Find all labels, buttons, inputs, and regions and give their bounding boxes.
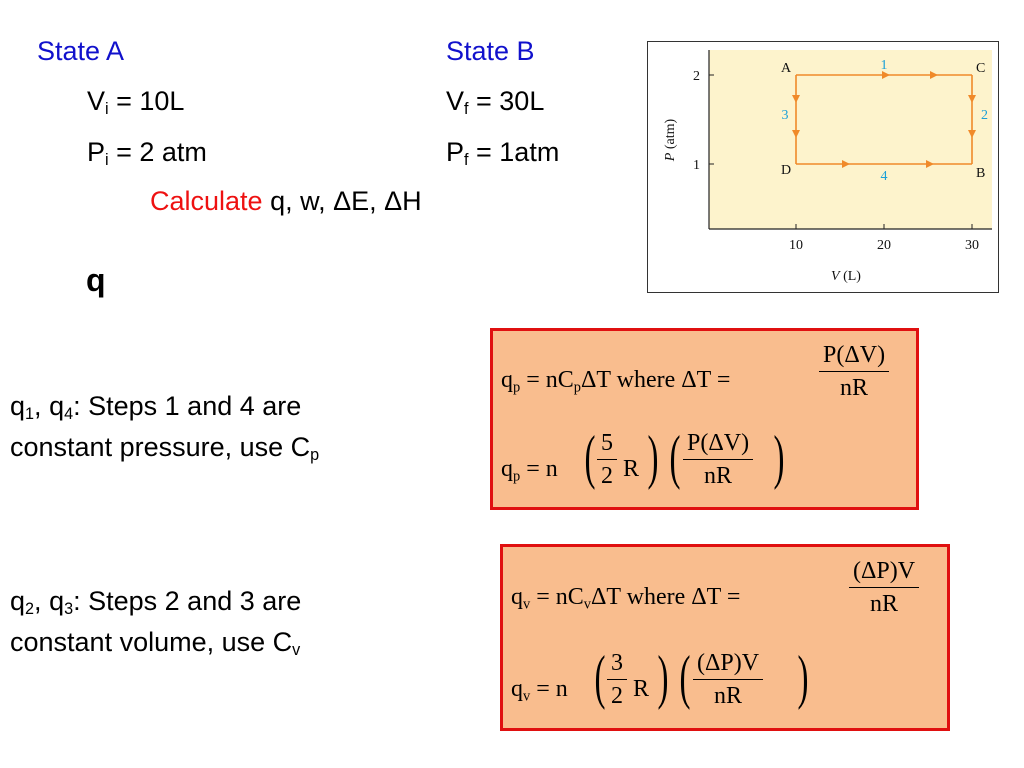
step-2-arrow-b bbox=[968, 130, 976, 138]
cv-note-line1: q2, q3: Steps 2 and 3 are bbox=[10, 586, 302, 619]
point-d-label: D bbox=[781, 163, 791, 178]
cp-paren-open-2: ( bbox=[669, 424, 681, 490]
step-1-arrow-b bbox=[930, 71, 938, 79]
step-4-arrow-a bbox=[842, 160, 850, 168]
pv-diagram-svg: 2 1 10 20 30 V (L) P (atm) A C D B bbox=[663, 50, 992, 284]
point-c-label: C bbox=[976, 61, 985, 76]
y-tick-label-1: 1 bbox=[693, 158, 700, 173]
cp-formula-line2: qp = n bbox=[501, 456, 558, 485]
section-heading: q bbox=[86, 262, 106, 298]
step-4-label: 4 bbox=[881, 169, 888, 184]
step-1-label: 1 bbox=[881, 58, 888, 73]
cv-note-line2: constant volume, use Cv bbox=[10, 627, 301, 660]
state-a-volume: Vi = 10L bbox=[87, 86, 185, 119]
calculate-label: Calculate bbox=[150, 186, 263, 216]
cp-fraction-1: P(ΔV)nR bbox=[819, 343, 890, 400]
x-tick-label-10: 10 bbox=[789, 238, 803, 253]
plot-area bbox=[709, 50, 992, 229]
step-3-label: 3 bbox=[782, 108, 789, 123]
task-items: q, w, ΔE, ΔH bbox=[262, 186, 422, 216]
state-b-pressure: Pf = 1atm bbox=[446, 137, 560, 170]
task-line: Calculate q, w, ΔE, ΔH bbox=[150, 188, 422, 215]
pv-diagram: 2 1 10 20 30 V (L) P (atm) A C D B bbox=[647, 41, 999, 293]
cp-formula-line1: qp = nCpΔT where ΔT = bbox=[501, 367, 731, 396]
cv-formula-line1: qv = nCvΔT where ΔT = bbox=[511, 584, 741, 613]
x-axis-label: V (L) bbox=[831, 269, 861, 284]
cp-fraction-3: P(ΔV)nR bbox=[683, 431, 754, 488]
cv-paren-close-1: ) bbox=[657, 644, 669, 710]
cv-paren-open-2: ( bbox=[679, 644, 691, 710]
cv-r-symbol: R bbox=[633, 676, 650, 702]
cp-paren-open-1: ( bbox=[584, 424, 596, 490]
cv-paren-open-1: ( bbox=[594, 644, 606, 710]
x-tick-label-20: 20 bbox=[877, 238, 891, 253]
y-tick-label-2: 2 bbox=[693, 69, 700, 84]
step-3-arrow-a bbox=[792, 95, 800, 103]
cp-paren-close-1: ) bbox=[647, 424, 659, 490]
state-a-title: State A bbox=[37, 36, 125, 66]
point-a-label: A bbox=[781, 61, 792, 76]
cv-paren-close-2: ) bbox=[797, 644, 809, 710]
step-2-label: 2 bbox=[981, 108, 988, 123]
step-4-arrow-b bbox=[926, 160, 934, 168]
cp-note-line2: constant pressure, use Cp bbox=[10, 432, 320, 465]
step-1-arrow-a bbox=[882, 71, 890, 79]
cp-r-symbol: R bbox=[623, 456, 640, 482]
cp-paren-close-2: ) bbox=[773, 424, 785, 490]
state-b-volume: Vf = 30L bbox=[446, 86, 545, 119]
cp-note-line1: q1, q4: Steps 1 and 4 are bbox=[10, 391, 302, 424]
formula-box-cp: qp = nCpΔT where ΔT = P(ΔV)nR qp = n ( 5… bbox=[490, 328, 919, 510]
point-b-label: B bbox=[976, 166, 985, 181]
cv-formula-line2: qv = n bbox=[511, 676, 568, 705]
state-b-title: State B bbox=[446, 36, 535, 66]
y-axis-label: P (atm) bbox=[663, 118, 678, 162]
step-2-arrow-a bbox=[968, 95, 976, 103]
step-3-arrow-b bbox=[792, 130, 800, 138]
x-tick-label-30: 30 bbox=[965, 238, 979, 253]
state-a-pressure: Pi = 2 atm bbox=[87, 137, 207, 170]
